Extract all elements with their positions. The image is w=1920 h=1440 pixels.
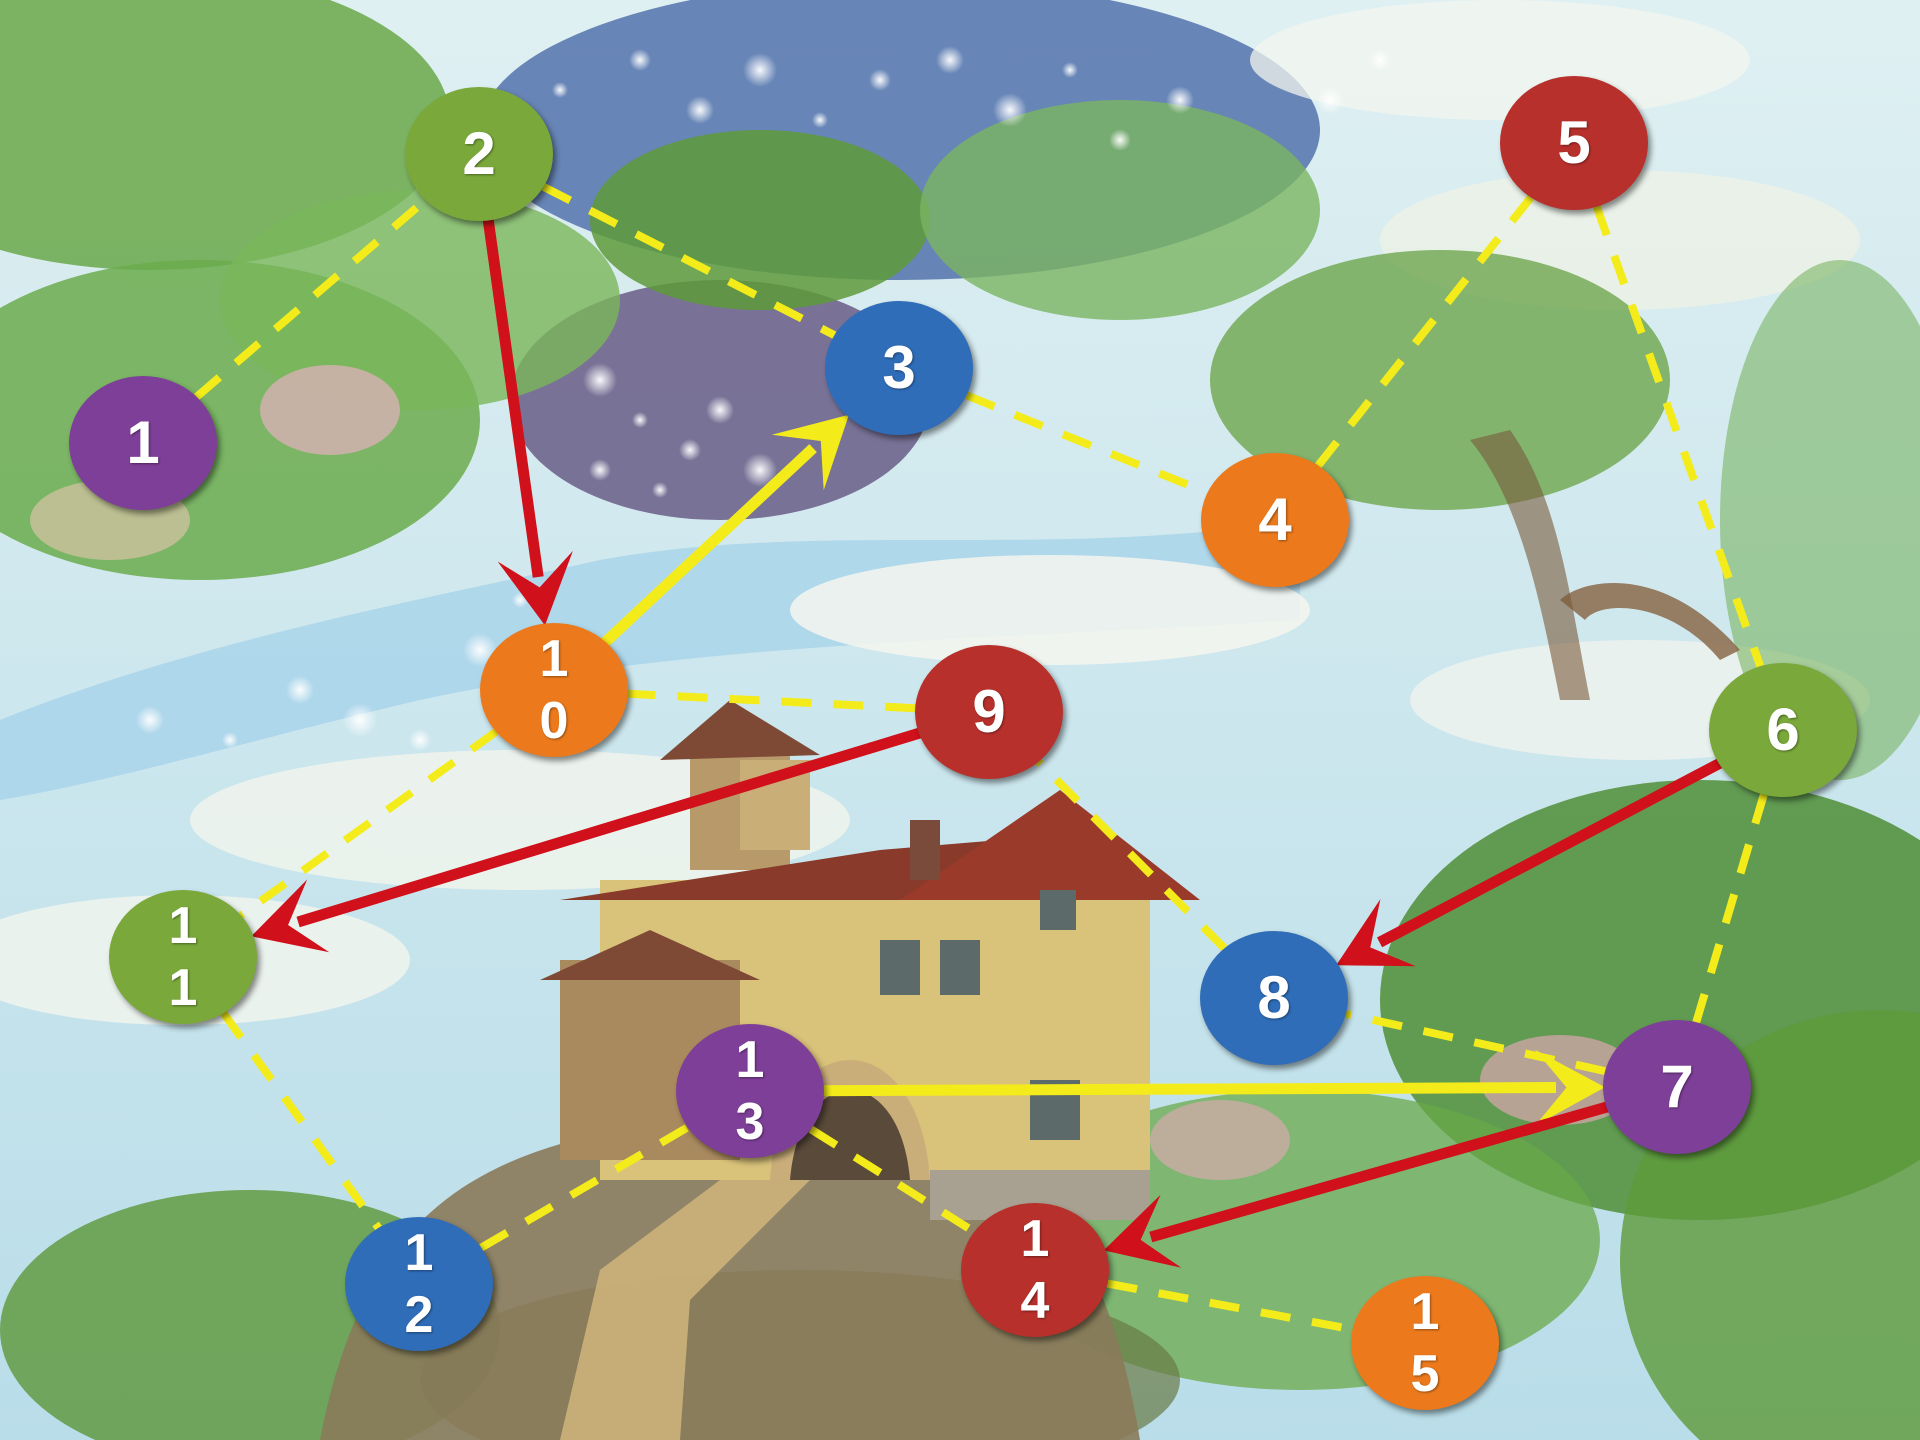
circle-2[interactable]: 2 bbox=[405, 87, 553, 221]
circle-14[interactable]: 1 4 bbox=[961, 1203, 1109, 1337]
sparkle-dot bbox=[993, 93, 1027, 127]
sparkle-dot bbox=[936, 46, 964, 74]
sparkle-dot bbox=[1369, 49, 1391, 71]
circle-label: 8 bbox=[1257, 968, 1290, 1028]
circle-label: 1 3 bbox=[736, 1029, 765, 1153]
sparkle-dot bbox=[812, 112, 828, 128]
circle-12[interactable]: 1 2 bbox=[345, 1217, 493, 1351]
circle-6[interactable]: 6 bbox=[1709, 663, 1857, 797]
sparkle-dot bbox=[686, 96, 714, 124]
sparkle-dot bbox=[136, 706, 164, 734]
circle-label: 1 0 bbox=[540, 628, 569, 752]
sparkle-dot bbox=[679, 439, 701, 461]
sparkle-dot bbox=[1062, 62, 1078, 78]
sparkle-dot bbox=[409, 729, 431, 751]
sparkle-dot bbox=[222, 732, 238, 748]
circle-7[interactable]: 7 bbox=[1603, 1020, 1751, 1154]
circle-4[interactable]: 4 bbox=[1201, 453, 1349, 587]
circle-8[interactable]: 8 bbox=[1200, 931, 1348, 1065]
circle-label: 5 bbox=[1557, 113, 1590, 173]
circle-label: 7 bbox=[1660, 1057, 1693, 1117]
sparkle-dot bbox=[1316, 86, 1344, 114]
sparkle-dot bbox=[652, 482, 668, 498]
circle-label: 3 bbox=[882, 338, 915, 398]
circle-label: 2 bbox=[462, 124, 495, 184]
circle-9[interactable]: 9 bbox=[915, 645, 1063, 779]
circle-11[interactable]: 1 1 bbox=[109, 890, 257, 1024]
circle-13[interactable]: 1 3 bbox=[676, 1024, 824, 1158]
sparkle-dot bbox=[583, 363, 617, 397]
circle-label: 1 2 bbox=[405, 1222, 434, 1346]
circle-label: 1 bbox=[126, 413, 159, 473]
sparkle-dot bbox=[1166, 86, 1194, 114]
circle-10[interactable]: 1 0 bbox=[480, 623, 628, 757]
circle-1[interactable]: 1 bbox=[69, 376, 217, 510]
sparkle-dot bbox=[286, 676, 314, 704]
circle-label: 1 5 bbox=[1411, 1281, 1440, 1405]
sparkle-dot bbox=[1109, 129, 1131, 151]
circle-label: 1 4 bbox=[1021, 1208, 1050, 1332]
sparkle-dot bbox=[706, 396, 734, 424]
sparkle-dot bbox=[629, 49, 651, 71]
circle-5[interactable]: 5 bbox=[1500, 76, 1648, 210]
sparkle-dot bbox=[589, 459, 611, 481]
sparkle-dot bbox=[869, 69, 891, 91]
circle-label: 9 bbox=[972, 682, 1005, 742]
circle-15[interactable]: 1 5 bbox=[1351, 1276, 1499, 1410]
sparkle-dot bbox=[552, 82, 568, 98]
circle-label: 6 bbox=[1766, 700, 1799, 760]
circle-label: 1 1 bbox=[169, 895, 198, 1019]
sparkle-dot bbox=[743, 53, 777, 87]
circle-3[interactable]: 3 bbox=[825, 301, 973, 435]
sparkle-dot bbox=[343, 703, 377, 737]
circle-label: 4 bbox=[1258, 490, 1291, 550]
sparkle-dot bbox=[632, 412, 648, 428]
